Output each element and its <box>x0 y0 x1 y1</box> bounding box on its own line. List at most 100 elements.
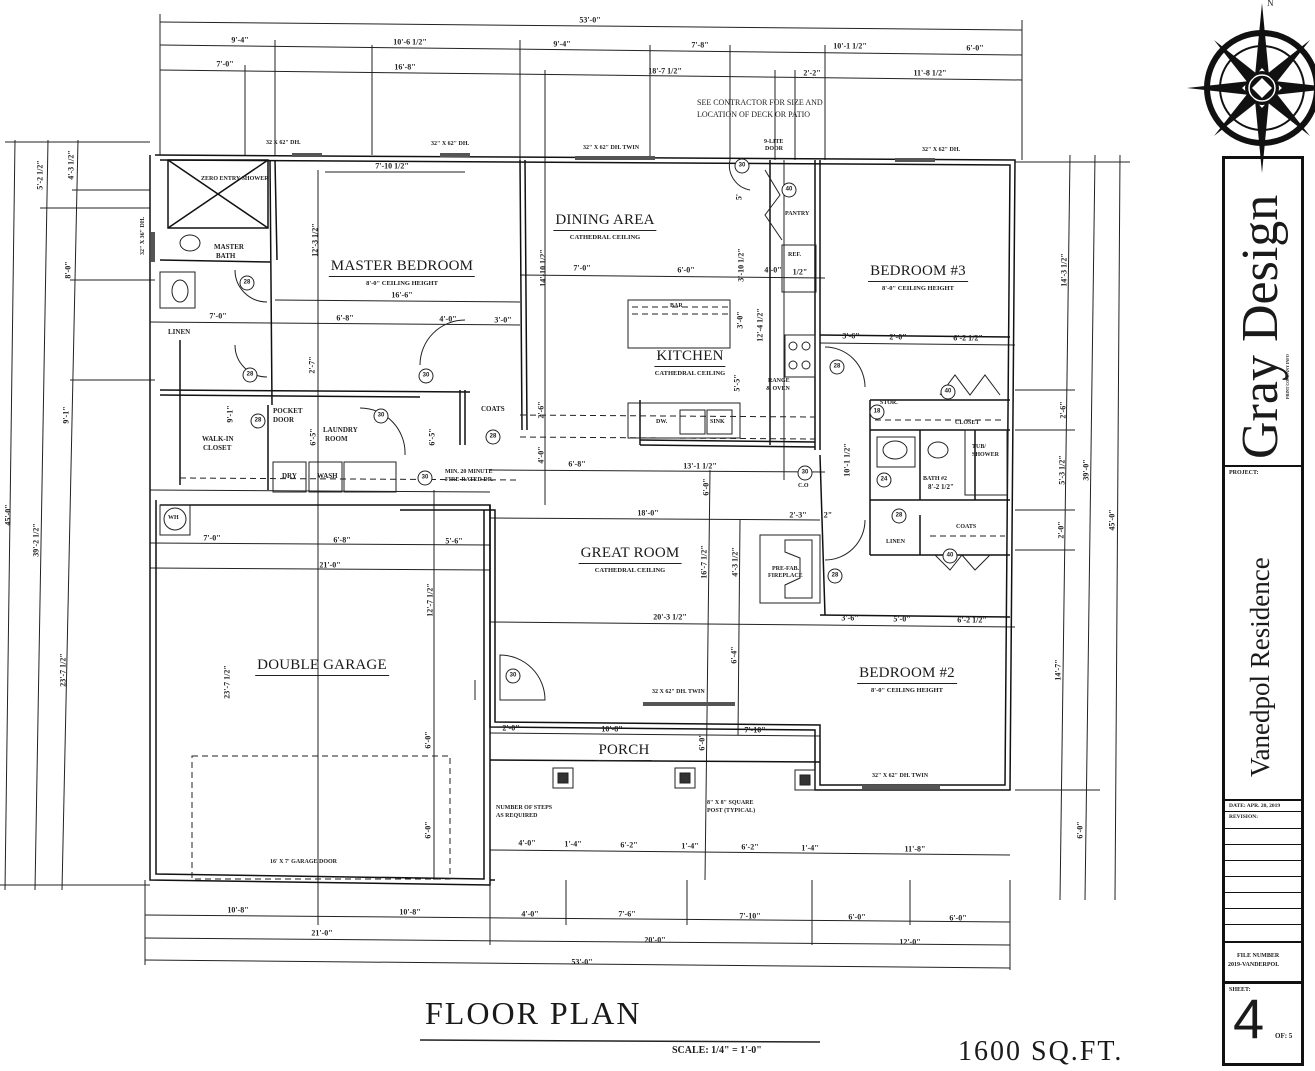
dim-left-row3: 4'-3 1/2" <box>66 150 76 180</box>
company-name: Gray Design <box>1232 194 1289 459</box>
dim-top-row1: 7'-8" <box>691 40 709 50</box>
window-label-side-bath: 32" X 36" DH. <box>140 217 146 255</box>
dim-right-overall: 45'-0" <box>1107 509 1117 531</box>
door-tag: 18 <box>869 404 885 420</box>
dim-bottom-row1: 10'-8" <box>399 907 421 917</box>
compass-north-label: N <box>1267 0 1274 8</box>
dim-interior: 18'-0" <box>637 508 659 518</box>
dim-top-row2: 2'-2" <box>803 68 821 78</box>
label-bath-2-dim: 8'-2 1/2" <box>928 483 954 491</box>
door-tag: 30 <box>418 368 434 384</box>
label-washer: WASH <box>317 472 338 480</box>
label-closet: CLOSET <box>955 420 980 426</box>
dim-interior: 6'-8" <box>333 535 351 545</box>
dim-interior: 14'-10 1/2" <box>538 249 548 287</box>
dim-interior: 6'-0" <box>701 478 711 496</box>
label-walkin-2: CLOSET <box>203 444 232 452</box>
dim-interior: 4'-0" <box>536 446 546 464</box>
date-label: DATE: APR. 20, 2019 <box>1229 803 1281 809</box>
date-section: DATE: APR. 20, 2019 <box>1225 799 1301 809</box>
door-tag: 24 <box>876 472 892 488</box>
label-coats-2: COATS <box>956 524 977 530</box>
revision-row <box>1225 924 1301 925</box>
dim-interior: 1/2" <box>792 267 808 277</box>
dim-interior: 6'-2" <box>741 842 759 852</box>
dim-right-row1: 5'-3 1/2" <box>1057 455 1067 485</box>
file-number-section: FILE NUMBER 2019-VANDERPOL <box>1225 941 1301 968</box>
label-pocket-1: POCKET <box>273 407 303 415</box>
revision-row <box>1225 876 1301 877</box>
dim-bottom-row2: 21'-0" <box>311 928 333 938</box>
dim-interior: 2'-0" <box>889 332 907 342</box>
dim-interior: 23'-7 1/2" <box>222 665 232 699</box>
label-fireplace-2: FIREPLACE <box>768 573 803 579</box>
dim-interior: 2" <box>823 510 833 520</box>
dim-interior: 6'-2 1/2" <box>957 615 987 625</box>
dim-interior: 6'-8" <box>336 313 354 323</box>
dim-top-row2: 16'-8" <box>394 62 416 72</box>
label-master-bath-2: BATH <box>216 252 236 260</box>
label-water-heater: WH <box>168 515 179 521</box>
dim-interior: 4'-0" <box>439 314 457 324</box>
dim-right-row1: 14'-7" <box>1053 659 1063 681</box>
dim-interior: 10'-8" <box>601 724 623 734</box>
dim-interior: 6'-2" <box>620 840 638 850</box>
revision-label: REVISION: <box>1229 814 1259 820</box>
dim-top-row1: 9'-4" <box>553 39 571 49</box>
dim-interior: 2'-7" <box>307 356 317 374</box>
dim-left-row2: 5'-2 1/2" <box>35 160 45 190</box>
window-label-master-bath: 32 X 62" DH. <box>266 140 301 146</box>
dim-left-overall: 45'-0" <box>3 504 13 526</box>
dim-interior: 7'-0" <box>203 533 221 543</box>
label-dishwasher: DW. <box>656 419 668 425</box>
revision-row <box>1225 908 1301 909</box>
label-tub-2: SHOWER <box>972 452 1000 458</box>
dim-interior: 6'-8" <box>568 459 586 469</box>
revision-row <box>1225 860 1301 861</box>
dim-interior: 6'-2 1/2" <box>953 333 983 343</box>
dim-bottom-row1: 7'-10" <box>739 911 761 921</box>
label-garage-door: 16' X 7' GARAGE DOOR <box>270 859 338 865</box>
dim-interior: 2'-3" <box>789 510 807 520</box>
label-laundry-2: ROOM <box>325 435 348 443</box>
door-tag: 28 <box>250 413 266 429</box>
label-nine-lite-2: DOOR <box>765 146 783 152</box>
label-dryer: DRY <box>282 472 297 480</box>
window-label-great-room: 32 X 62" DH. TWIN <box>652 689 705 695</box>
revision-row <box>1225 828 1301 829</box>
label-linen-2: LINEN <box>886 539 906 545</box>
window-label-master-bedroom: 32" X 62" DH. <box>431 141 469 147</box>
window-label-dining: 32" X 62" DH. TWIN <box>583 145 640 151</box>
room-master-bedroom: MASTER BEDROOM 8'-0" CEILING HEIGHT <box>328 258 476 287</box>
dim-top-row2: 18'-7 1/2" <box>648 66 682 76</box>
dim-top-row1: 6'-0" <box>966 43 984 53</box>
dim-interior: 4'-0" <box>518 838 536 848</box>
door-tag: 30 <box>417 470 433 486</box>
dim-interior: 21'-0" <box>319 560 341 570</box>
door-tag: 28 <box>239 275 255 291</box>
door-tag: 40 <box>781 182 797 198</box>
file-number-value: 2019-VANDERPOL <box>1228 962 1280 968</box>
room-double-garage: DOUBLE GARAGE <box>255 657 389 676</box>
dim-interior: 6'-5" <box>427 428 437 446</box>
compass-rose-icon <box>1187 3 1315 173</box>
dim-interior: 10'-1 1/2" <box>842 443 852 477</box>
door-tag: 28 <box>891 508 907 524</box>
label-linen: LINEN <box>168 328 191 336</box>
dim-interior: 1'-4" <box>801 843 819 853</box>
dim-interior: 3'-0" <box>735 311 745 329</box>
title-block: Gray Design PRINT COMPANY INFO PROJECT: … <box>1222 156 1304 1066</box>
door-tag: 30 <box>734 158 750 174</box>
dim-interior: 12'-4 1/2" <box>755 308 765 342</box>
dim-interior: 6'-0" <box>697 733 707 751</box>
dim-right-row1: 2'-6" <box>1058 401 1068 419</box>
label-bar: BAR <box>670 303 683 309</box>
label-ref: REF. <box>788 252 801 258</box>
label-walkin-1: WALK-IN <box>202 435 234 443</box>
window-label-bedroom-3: 32" X 62" DH. <box>922 147 960 153</box>
file-number-label: FILE NUMBER <box>1237 953 1280 959</box>
dim-interior: 12'-7 1/2" <box>425 583 435 617</box>
dim-interior: 1'-4" <box>564 839 582 849</box>
door-tag: 40 <box>940 384 956 400</box>
